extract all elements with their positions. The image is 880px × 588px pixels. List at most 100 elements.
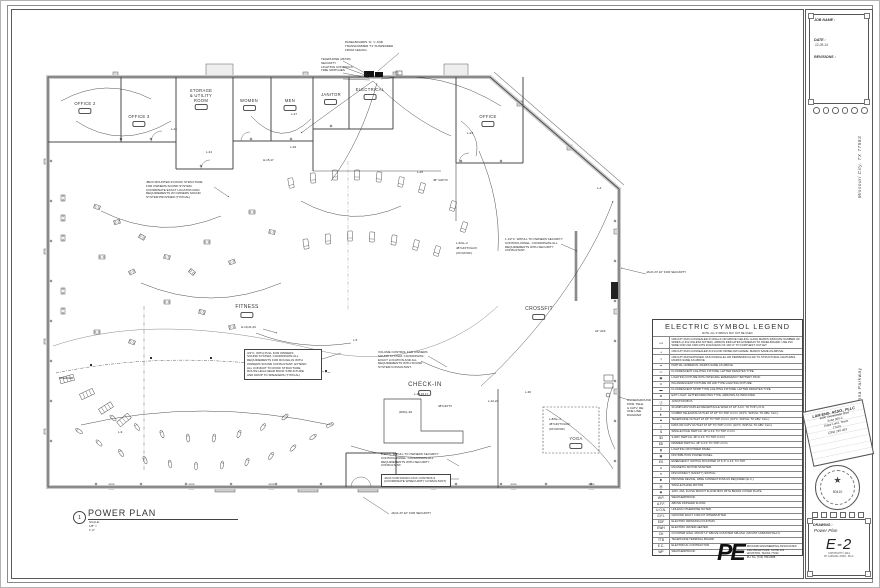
- legend-description: WEATHERPROOF.: [671, 495, 696, 500]
- legend-row: WP WEATHERPROOF.: [653, 548, 802, 555]
- circuit-tag: SPEAKER: [59, 376, 74, 380]
- legend-description: TELEPHONE TERMINAL BOARD.: [671, 537, 715, 542]
- legend-symbol: ◭: [653, 411, 670, 417]
- legend-symbol: ⇒: [653, 355, 670, 363]
- circuit-tag: L-13,15,17: [414, 392, 429, 396]
- legend-symbol: ⧈: [653, 465, 670, 471]
- legend-row: EDF ELECTRIC DRINKING FOUNTAIN.: [653, 518, 802, 525]
- interior-walls: [48, 77, 600, 488]
- room-name: MEN: [284, 98, 296, 103]
- circuit-tag: (DW)L-29: [399, 410, 413, 414]
- room-label: WOMEN: [239, 98, 259, 111]
- legend-row: EWH ELECTRIC WATER HEATER.: [653, 524, 802, 531]
- detail-number-bubble: 1: [73, 511, 86, 524]
- issue-squares: [812, 512, 865, 519]
- room-number-tag: [194, 104, 208, 111]
- engineer-line: PH. No. (713) 789-0288: [746, 555, 776, 559]
- legend-row: ⟿ CIRCUIT RUN CONCEALED IN WALLS OR ABOV…: [653, 336, 802, 349]
- pe-license-number: 50410: [832, 490, 843, 494]
- legend-description: ELECTRICAL CONTRACTOR.: [671, 543, 710, 548]
- legend-symbol: ES: [653, 459, 670, 465]
- area-boundaries: [52, 161, 499, 471]
- legend-symbol: U.O.N.: [653, 507, 670, 513]
- plan-title-text: POWER PLAN: [88, 508, 238, 520]
- engineer-address: PACKARD ENGINEERING ASSOCIATES 2402 BRIA…: [747, 545, 797, 559]
- legend-description: DISTRIBUTION POWER PANEL.: [671, 453, 714, 458]
- room-number-tag: [532, 313, 546, 320]
- legend-description: SINGLE PHASE MOTOR.: [671, 483, 704, 488]
- legend-description: PARTIAL HOMERUN. MARKS SAME AS ABOVE.: [671, 363, 734, 368]
- copyright-line: COPYRIGHT © 2014: [828, 553, 850, 555]
- circuit-tag: L-27: [291, 112, 298, 116]
- room-name: WOMEN: [239, 98, 259, 103]
- legend-symbol: ⊓: [653, 471, 670, 477]
- pe-seal: ★ 50410: [815, 465, 860, 510]
- legend-description: ABOVE FINISHED FLOOR.: [671, 501, 707, 506]
- circuit-tag: L-29: [290, 145, 297, 149]
- room-label: FITNESS: [235, 304, 258, 318]
- legend-symbol: EWH: [653, 525, 670, 531]
- legend-symbol: ⇀: [653, 363, 670, 369]
- legend-description: FLUORESCENT LIGHTING FIXTURE. LETTER DEN…: [671, 369, 755, 374]
- circuit-tag: L-9: [118, 430, 123, 434]
- legend-row: CH COUNTER HIGH. MOUNT 4" ABOVE COUNTER …: [653, 530, 802, 537]
- room-number-tag: [78, 107, 92, 114]
- legend-symbol: W.P.: [653, 495, 670, 501]
- legend-row: TTB TELEPHONE TERMINAL BOARD.: [653, 536, 802, 543]
- legend-description: JUNCTION BOX.: [671, 399, 694, 404]
- circuit-tag: 48"GFI/TV/AUX: [456, 246, 478, 250]
- legend-description: UNLESS OTHERWISE NOTED.: [671, 507, 712, 512]
- note-security-panel-1: 1 1/2"C. W/PULL TO OWNERS SECURITY CONTR…: [505, 237, 563, 253]
- sheet-number: E-2: [825, 536, 853, 553]
- legend-symbol: Ⓜ: [653, 483, 670, 489]
- revisions-label: REVISIONS :: [814, 55, 836, 59]
- legend-row: ◉ 120V, 20A, FLUSH MOUNT FLOOR BOX WITH …: [653, 488, 802, 495]
- circuit-tag: L-25: [417, 170, 424, 174]
- circuit-tag: L-23: [467, 131, 474, 135]
- equipment-layer: [59, 169, 469, 471]
- room-number-tag: [363, 93, 377, 100]
- legend-row: ⇢ CIRCUIT RUN CONCEALED IN FLOOR OR BELO…: [653, 348, 802, 355]
- room-label: OFFICE 2: [74, 101, 95, 114]
- texas-star-icon: ★: [833, 475, 842, 485]
- revision-bubbles: [813, 107, 868, 114]
- date-label: DATE :: [814, 38, 826, 42]
- drawing-label: DRAWING :: [813, 523, 833, 527]
- circuit-tag: L-5: [353, 338, 358, 342]
- legend-description: PROVIDE DEVICE, WIRE CONNECTIONS AS REQU…: [671, 477, 755, 482]
- room-number-tag: [569, 442, 583, 449]
- legend-row: $3 3-WAY SWITCH. 48" A.F.F. TO TOP U.O.N…: [653, 434, 802, 441]
- titleblock-drawing-info: DRAWING : Power Plan E-2 COPYRIGHT © 201…: [807, 518, 871, 577]
- circuit-tag: (ON ROOF): [456, 251, 472, 255]
- note-sound-system: 3/4"C. WITH PULL FOR OWNERS SOUND SYSTEM…: [244, 349, 322, 381]
- legend-row: Ⓙ JUNCTION BOX.: [653, 398, 802, 405]
- legend-row: $ SINGLE POLE SWITCH. 48" A.F.F. TO TOP …: [653, 428, 802, 435]
- legend-description: COUNTER HIGH. MOUNT 4" ABOVE COUNTER SPL…: [671, 531, 781, 536]
- legend-description: ELECTRIC WATER HEATER.: [671, 525, 709, 530]
- engineer-line: 2402 BRIAR PARK, SUITE 101: [746, 548, 785, 552]
- legend-symbol: ▭: [653, 369, 670, 375]
- room-label: YOGA: [569, 436, 583, 449]
- room-number-tag: [240, 311, 254, 318]
- legend-description: GROUND FAULT CIRCUIT INTERRUPTER.: [671, 513, 727, 518]
- legend-symbol: ⊙: [653, 381, 670, 387]
- legend-row: ▭ FLUORESCENT LIGHTING FIXTURE. LETTER D…: [653, 368, 802, 375]
- legend-description: 20 AMP/125V DUPLEX RECEPTACLE W/GD AT 18…: [671, 405, 765, 410]
- legend-note: NOTE: ALL SYMBOLS MAY NOT BE USED.: [701, 332, 754, 335]
- electric-symbol-legend: ELECTRIC SYMBOL LEGEND NOTE: ALL SYMBOLS…: [652, 319, 803, 556]
- engineer-line: HOUSTON, TEXAS 77042: [746, 552, 779, 555]
- note-underground-service: UNDERGROUND PWR, TELE, & CATV, RE: ONE L…: [627, 398, 651, 417]
- circuit-tag: L-21: [171, 127, 178, 131]
- note-services: TELEPHONE (26X36) SECURITY LIGHTING CONT…: [321, 57, 353, 73]
- door-swings: [150, 130, 470, 488]
- legend-symbol: $3: [653, 435, 670, 441]
- room-label: CHECK-IN: [408, 382, 442, 396]
- room-name: JANITOR: [321, 92, 341, 97]
- pe-logo: PE: [717, 539, 746, 565]
- circuit-tag: 24" AFF: [595, 329, 606, 333]
- legend-description: LIGHTING OR POWER PANEL.: [671, 447, 712, 452]
- circuit-tag: 48" GFI/TV: [433, 178, 448, 182]
- legend-description: DISCONNECT (SAFETY) SWITCH.: [671, 471, 717, 476]
- legend-symbol: ✱: [653, 477, 670, 483]
